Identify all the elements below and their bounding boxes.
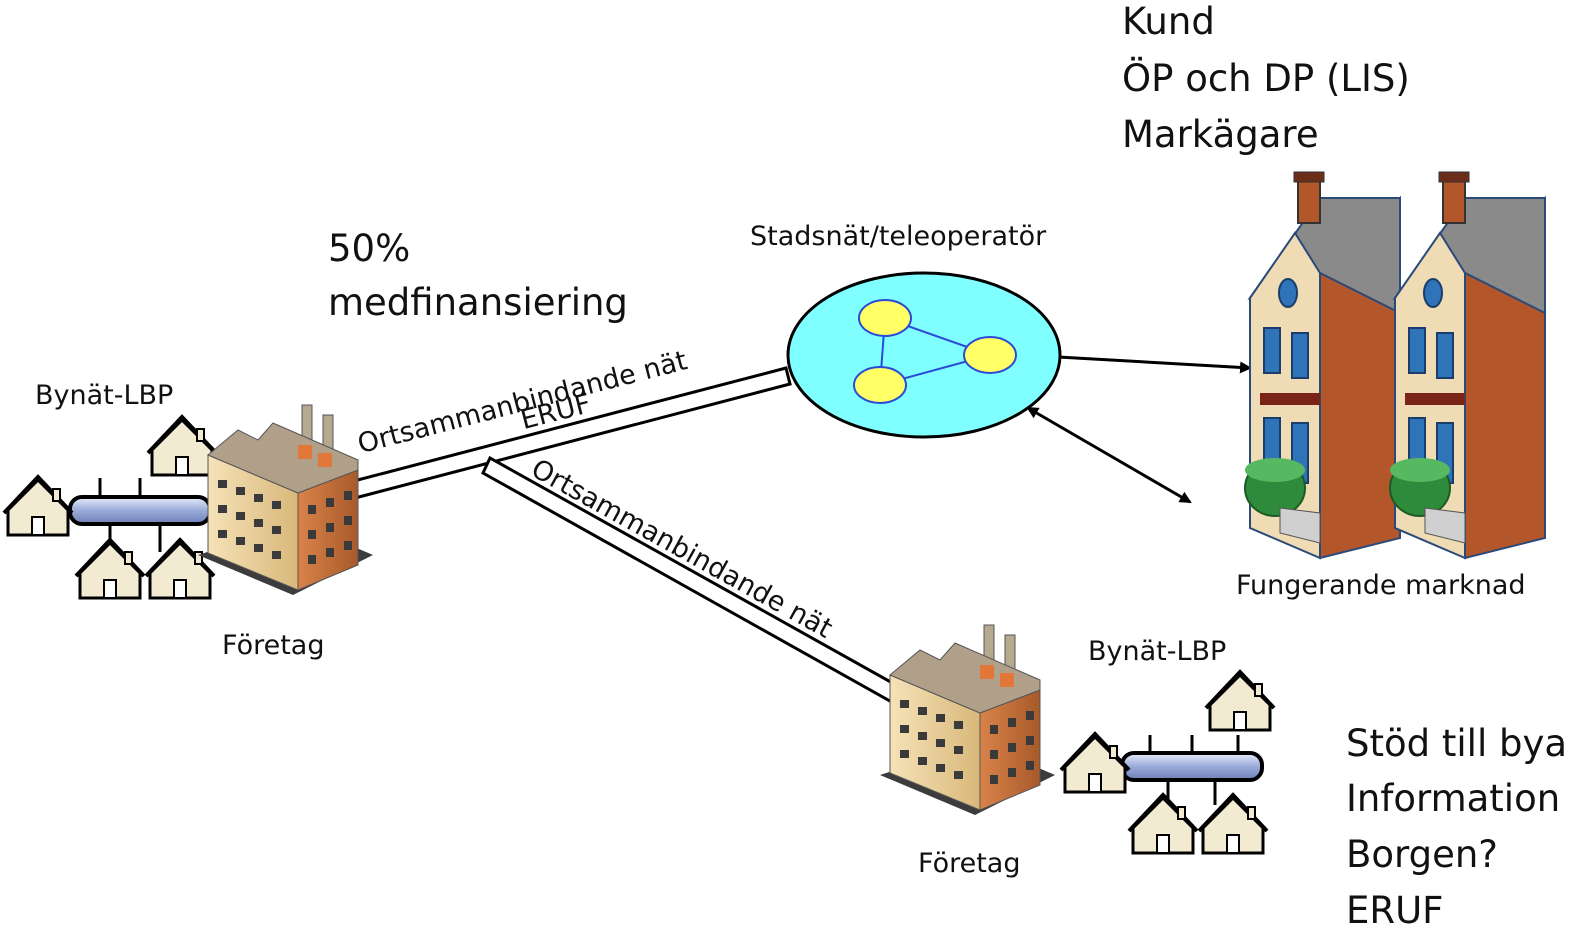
support-item-2: Information (1346, 777, 1561, 820)
townhouses-icon (1244, 171, 1546, 559)
operator-network-cloud (786, 271, 1062, 439)
support-item-1: Stöd till bya (1346, 722, 1568, 765)
operator-label: Stadsnät/teleoperatör (750, 221, 1047, 252)
right-house-icon (1127, 793, 1199, 855)
network-node (853, 366, 907, 404)
right-house-icon (1204, 670, 1276, 732)
left-village-pipe (68, 495, 212, 526)
cofinancing-label: medfinansiering (328, 281, 628, 324)
right-village-pipe (1120, 751, 1264, 782)
arrow-two-way (1026, 406, 1192, 504)
left-house-icon (146, 415, 218, 477)
right-factory-icon (879, 624, 1056, 816)
right-house-icon (1059, 732, 1131, 794)
cofinancing-percent: 50% (328, 227, 411, 270)
list-item-plans: ÖP och DP (LIS) (1122, 57, 1410, 100)
market-label: Fungerande marknad (1236, 570, 1526, 601)
right-village (879, 624, 1276, 855)
left-house-icon (74, 538, 146, 600)
lower-link-tube (481, 455, 908, 708)
left-village-label: Bynät-LBP (35, 380, 174, 411)
left-factory-icon (197, 404, 374, 596)
right-house-icon (1197, 793, 1269, 855)
arrow-to-market (1057, 355, 1252, 374)
left-house-icon (2, 475, 74, 537)
left-house-icon (144, 538, 216, 600)
support-item-3: Borgen? (1346, 833, 1498, 876)
network-node (858, 299, 912, 337)
right-village-label: Bynät-LBP (1088, 636, 1227, 667)
support-item-4: ERUF (1346, 889, 1444, 932)
right-company-label: Företag (918, 848, 1021, 879)
left-village (2, 404, 374, 600)
network-node (963, 336, 1017, 374)
list-item-landowner: Markägare (1122, 113, 1319, 156)
left-company-label: Företag (222, 630, 325, 661)
list-item-customer: Kund (1122, 0, 1215, 43)
